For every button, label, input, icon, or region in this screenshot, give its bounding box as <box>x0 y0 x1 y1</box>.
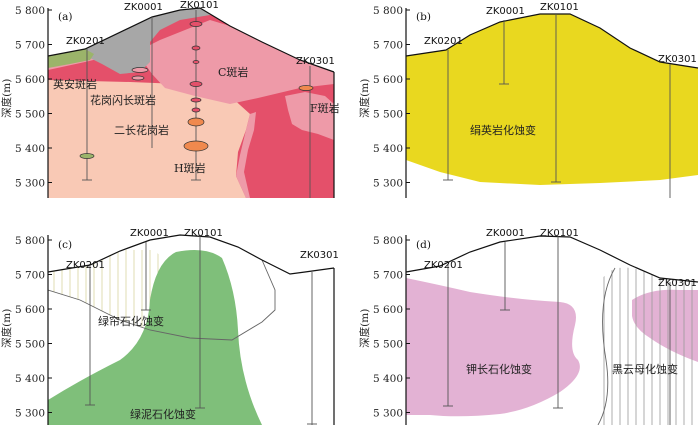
axis-tick-label-a: 5 600 <box>15 74 45 86</box>
axis-tick-label-a: 5 800 <box>15 5 45 17</box>
axis-tick-label-a: 5 300 <box>15 178 45 190</box>
lens-orange-1 <box>187 117 205 127</box>
terrain-line-b <box>405 13 699 69</box>
panel-label-a: (a) <box>58 11 72 23</box>
borehole-label-zk0201-b: ZK0201 <box>424 36 463 47</box>
depth-axes: 5 800 5 700 5 600 5 500 5 400 5 300 深度(m) 5 800… <box>0 5 410 420</box>
axis-tick-label-c: 5 700 <box>15 270 45 282</box>
panel-c: (c) ZK0201 ZK0001 ZK0101 ZK0301 绿帘石化蚀变 绿… <box>47 228 339 425</box>
axis-tick-label-c: 5 500 <box>15 339 45 351</box>
panel-a: (a) ZK0201 ZK0001 ZK0101 ZK0301 英安斑岩 花岗闪… <box>47 0 340 198</box>
lens-6 <box>191 107 201 113</box>
axis-tick-label-d: 5 600 <box>373 304 403 316</box>
k-feldspar-alteration <box>406 278 580 417</box>
unit-label-epidote: 绿帘石化蚀变 <box>98 314 164 328</box>
unit-label-f: F斑岩 <box>310 101 340 115</box>
borehole-label-zk0201-d: ZK0201 <box>424 260 463 271</box>
lens-orange-3 <box>298 85 314 91</box>
axis-tick-label-d: 5 400 <box>373 373 403 385</box>
axis-tick-label-d: 5 500 <box>373 339 403 351</box>
axis-tick-label-a: 5 700 <box>15 40 45 52</box>
axis-tick-label-c: 5 400 <box>15 373 45 385</box>
axis-title-c: 深度(m) <box>0 309 13 348</box>
lens-2 <box>191 45 201 51</box>
lens-pink-2 <box>131 75 145 81</box>
axis-tick-label-b: 5 700 <box>373 40 403 52</box>
borehole-label-zk0301-c: ZK0301 <box>300 250 339 261</box>
unit-label-sericite: 绢英岩化蚀变 <box>470 123 536 137</box>
panel-d: (d) ZK0201 ZK0001 ZK0101 ZK0301 钾长石化蚀变 黑… <box>405 228 699 425</box>
axis-tick-label-b: 5 400 <box>373 143 403 155</box>
borehole-label-zk0001-d: ZK0001 <box>486 228 525 239</box>
axis-tick-label-d: 5 700 <box>373 270 403 282</box>
axis-tick-label-b: 5 300 <box>373 178 403 190</box>
biotite-outline <box>597 267 616 425</box>
axis-tick-label-c: 5 800 <box>15 235 45 247</box>
unit-label-dacite: 英安斑岩 <box>53 77 97 91</box>
lens-orange-2 <box>183 140 209 152</box>
borehole-label-zk0301-b: ZK0301 <box>658 54 697 65</box>
unit-label-c: C斑岩 <box>218 65 248 79</box>
borehole-label-zk0001-c: ZK0001 <box>130 228 169 239</box>
lens-1 <box>189 21 203 27</box>
borehole-label-zk0101-d: ZK0101 <box>540 228 579 239</box>
biotite-hatch <box>603 267 693 425</box>
terrain-line-d <box>405 235 699 283</box>
lens-pink-1 <box>131 67 149 73</box>
borehole-label-zk0201-c: ZK0201 <box>66 260 105 271</box>
panel-b: (b) ZK0201 ZK0001 ZK0101 ZK0301 绢英岩化蚀变 <box>405 2 699 198</box>
unit-label-h: H斑岩 <box>174 161 206 175</box>
borehole-label-zk0001-a: ZK0001 <box>124 2 163 13</box>
pink-belt <box>48 20 334 104</box>
axis-tick-label-c: 5 300 <box>15 408 45 420</box>
k-feldspar-alteration-right <box>632 289 698 362</box>
olive-layer <box>48 49 94 68</box>
panel-label-b: (b) <box>416 11 431 23</box>
lens-5 <box>190 97 202 103</box>
unit-label-k-feldspar: 钾长石化蚀变 <box>466 362 532 376</box>
sericite-alteration <box>406 14 698 185</box>
axis-tick-label-d: 5 800 <box>373 235 403 247</box>
borehole-label-zk0101-a: ZK0101 <box>180 0 219 11</box>
panel-label-d: (d) <box>416 239 431 251</box>
axis-tick-label-b: 5 600 <box>373 74 403 86</box>
axis-title-d: 深度(m) <box>358 309 371 348</box>
axis-tick-label-a: 5 500 <box>15 109 45 121</box>
unit-label-chlorite: 绿泥石化蚀变 <box>130 407 196 421</box>
borehole-label-zk0001-b: ZK0001 <box>486 6 525 17</box>
axis-title-a: 深度(m) <box>0 79 13 118</box>
panel-label-c: (c) <box>58 239 72 251</box>
axis-title-b: 深度(m) <box>358 79 371 118</box>
borehole-label-zk0201-a: ZK0201 <box>66 36 105 47</box>
epidote-outline <box>48 259 276 341</box>
axis-tick-label-b: 5 800 <box>373 5 403 17</box>
borehole-label-zk0301-a: ZK0301 <box>296 56 335 67</box>
dacite-porphyry <box>80 8 216 74</box>
lens-olive <box>79 153 95 159</box>
borehole-label-zk0101-b: ZK0101 <box>540 2 579 13</box>
unit-label-granodiorite: 花岗闪长斑岩 <box>90 93 156 107</box>
axis-tick-label-a: 5 400 <box>15 143 45 155</box>
f-porphyry <box>285 92 334 140</box>
axis-tick-label-c: 5 600 <box>15 304 45 316</box>
unit-label-monzogranite: 二长花岗岩 <box>114 123 169 137</box>
pink-separator <box>236 112 256 198</box>
lens-3 <box>192 60 200 64</box>
chlorite-alteration <box>48 250 262 425</box>
unit-label-biotite: 黑云母化蚀变 <box>612 362 678 376</box>
lens-4 <box>189 81 203 87</box>
axis-tick-label-b: 5 500 <box>373 109 403 121</box>
terrain-line-c <box>47 234 335 275</box>
axis-tick-label-d: 5 300 <box>373 408 403 420</box>
terrain-line-a <box>47 7 335 73</box>
borehole-label-zk0301-d: ZK0301 <box>658 278 697 289</box>
borehole-label-zk0101-c: ZK0101 <box>184 228 223 239</box>
